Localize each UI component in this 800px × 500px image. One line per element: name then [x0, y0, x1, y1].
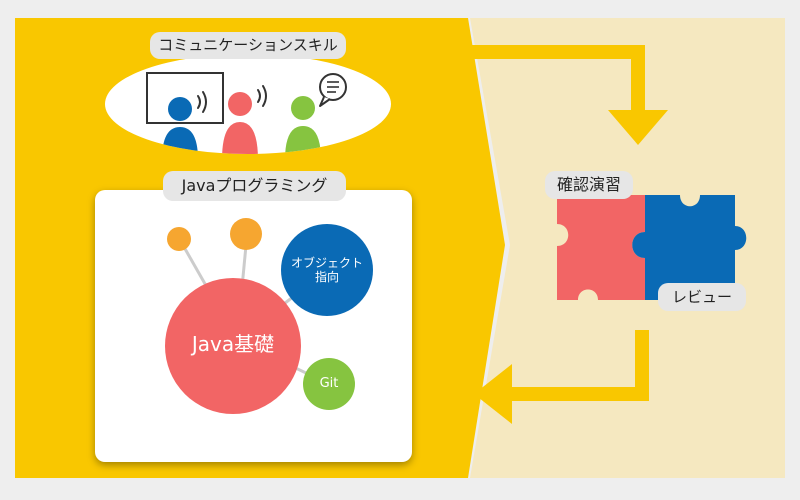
node-git-label: Git — [319, 376, 339, 391]
review-label: レビュー — [658, 283, 746, 311]
java-programming-label: Javaプログラミング — [163, 171, 346, 201]
speech-bubble-icon — [319, 73, 347, 107]
whiteboard-icon — [146, 72, 224, 124]
arrow-right-down — [462, 45, 668, 145]
node-java-basics-label: Java基礎 — [191, 332, 275, 356]
arrow-down-left — [474, 330, 649, 424]
node-oop-line1: オブジェクト — [290, 256, 363, 270]
puzzle-piece-red — [557, 195, 645, 300]
node-small-orange-2 — [230, 218, 262, 250]
puzzle-piece-blue — [632, 195, 747, 300]
node-small-orange-1 — [167, 227, 191, 251]
node-git — [303, 358, 355, 410]
sound-wave-icon — [257, 85, 267, 107]
node-oop-label: オブジェクト 指向 — [281, 256, 373, 285]
node-java-basics — [165, 278, 301, 414]
communication-skill-label: コミュニケーションスキル — [150, 32, 346, 59]
sound-wave-icon — [197, 91, 207, 113]
practice-label: 確認演習 — [545, 171, 633, 199]
java-programming-card: Java基礎 オブジェクト 指向 Git — [95, 190, 412, 462]
node-oop — [281, 224, 373, 316]
person-red-icon — [222, 92, 258, 154]
node-oop-line2: 指向 — [314, 270, 339, 285]
java-skill-graph — [165, 218, 373, 414]
puzzle-icon — [557, 195, 747, 300]
